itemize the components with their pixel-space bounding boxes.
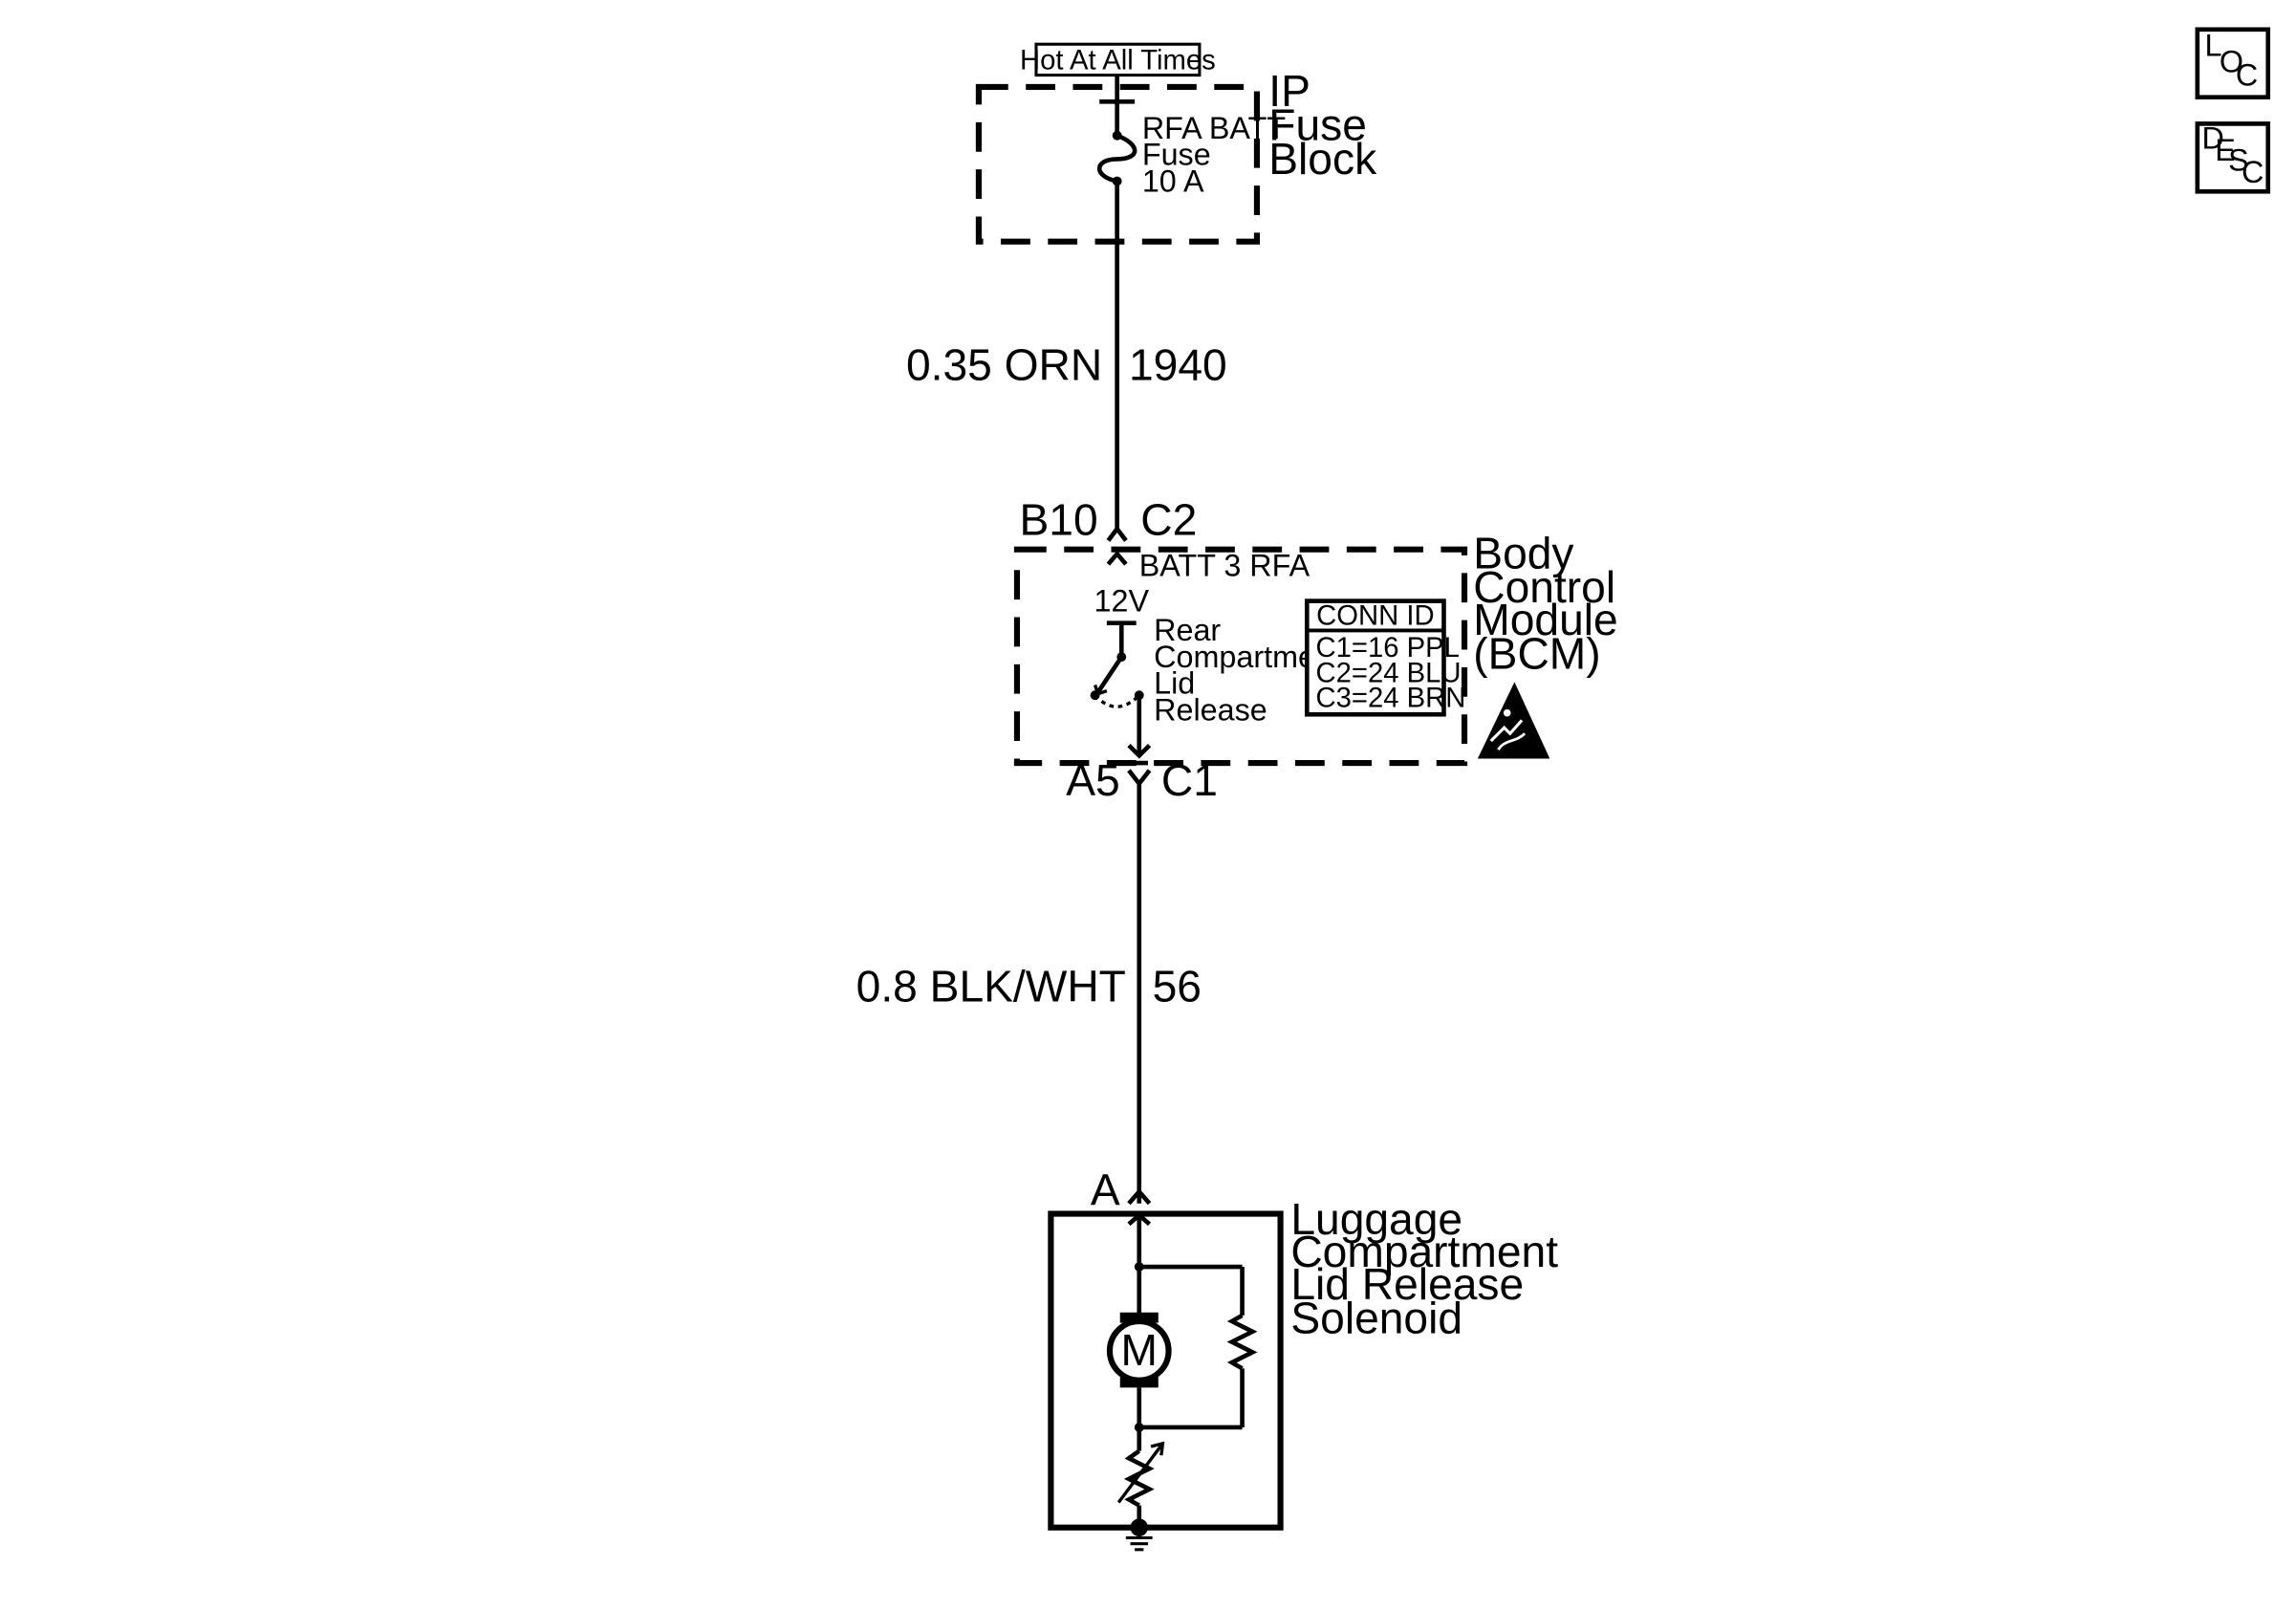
bcm-name-line2: Control bbox=[1473, 562, 1615, 612]
switch-label-line4: Release bbox=[1154, 692, 1267, 727]
fuse-block-name-line2: Fuse bbox=[1268, 99, 1367, 149]
description-button-letter: S bbox=[2228, 143, 2249, 178]
switch-label-line1: Rear bbox=[1154, 613, 1221, 647]
lid-release-solenoid: A M Luggage Compart bbox=[1048, 1164, 1558, 1552]
conn-id-table: CONN ID C1=16 PPL C2=24 BLU C3=24 BRN bbox=[1304, 598, 1466, 717]
power-source: Hot At All Times bbox=[1020, 42, 1216, 77]
conn-id-title: CONN ID bbox=[1316, 600, 1434, 631]
ip-fuse-block: RFA BATT Fuse 10 A IP Fuse Block bbox=[975, 66, 1377, 245]
wire-top-gauge-color: 0.35 ORN bbox=[906, 339, 1102, 389]
solenoid-pin: A bbox=[1091, 1164, 1120, 1214]
fuse-label-line1: RFA BATT bbox=[1142, 111, 1286, 145]
location-button-letter: C bbox=[2236, 57, 2258, 92]
connector-c2-pin: B10 bbox=[1019, 494, 1097, 544]
location-button-letter: L bbox=[2205, 29, 2222, 63]
bcm-connector-c2: B10 C2 BATT 3 RFA bbox=[1019, 494, 1310, 582]
description-button-letter: E bbox=[2215, 133, 2236, 167]
location-button-letter: O bbox=[2220, 44, 2243, 78]
bcm-name-line4: (BCM) bbox=[1473, 628, 1600, 678]
conn-id-row: C1=16 PPL bbox=[1316, 633, 1460, 664]
switch-label-line3: Lid bbox=[1154, 666, 1195, 701]
fuse-label-line2: Fuse bbox=[1142, 138, 1211, 172]
body-control-module: 12V Rear Compartment Lid Release CONN ID… bbox=[1013, 529, 1618, 767]
description-button[interactable]: D E S C bbox=[2195, 121, 2271, 194]
wire-bottom-circuit: 56 bbox=[1153, 962, 1202, 1012]
connector-c1-pin: A5 bbox=[1066, 755, 1119, 805]
fuse-label-line3: 10 A bbox=[1142, 163, 1204, 198]
solenoid-name-line2: Compartment bbox=[1290, 1227, 1558, 1276]
description-button-letter: C bbox=[2242, 155, 2264, 189]
bcm-name-line3: Module bbox=[1473, 595, 1617, 644]
solenoid-name-line1: Luggage bbox=[1290, 1194, 1462, 1244]
wire-top-circuit: 1940 bbox=[1129, 339, 1227, 389]
motor-icon bbox=[1106, 1317, 1172, 1383]
conn-id-row: C3=24 BRN bbox=[1316, 684, 1466, 714]
bcm-name-line1: Body bbox=[1473, 529, 1573, 578]
power-source-label: Hot At All Times bbox=[1020, 45, 1216, 76]
ground-icon bbox=[1125, 1527, 1153, 1552]
fuse-block-name-line3: Block bbox=[1268, 134, 1377, 184]
solenoid-name-line4: Solenoid bbox=[1290, 1293, 1462, 1342]
esd-warning-icon bbox=[1477, 682, 1550, 759]
fuse-block-name-line1: IP bbox=[1268, 66, 1310, 116]
wire-bottom-gauge-color: 0.8 BLK/WHT bbox=[856, 962, 1126, 1012]
description-button-letter: D bbox=[2201, 121, 2223, 156]
solenoid-name-line3: Lid Release bbox=[1290, 1259, 1524, 1309]
connector-c2-id: C2 bbox=[1140, 494, 1197, 544]
bcm-terminal-label: BATT 3 RFA bbox=[1139, 548, 1310, 582]
motor-label: M bbox=[1121, 1325, 1158, 1375]
wire-1940: 0.35 ORN 1940 bbox=[906, 241, 1227, 533]
bcm-connector-c1: A5 C1 bbox=[1066, 755, 1218, 805]
wire-56: 0.8 BLK/WHT 56 bbox=[856, 783, 1202, 1204]
connector-c1-id: C1 bbox=[1161, 755, 1218, 805]
bcm-voltage-label: 12V bbox=[1094, 583, 1150, 618]
conn-id-row: C2=24 BLU bbox=[1316, 658, 1462, 688]
location-button[interactable]: L O C bbox=[2195, 27, 2271, 99]
